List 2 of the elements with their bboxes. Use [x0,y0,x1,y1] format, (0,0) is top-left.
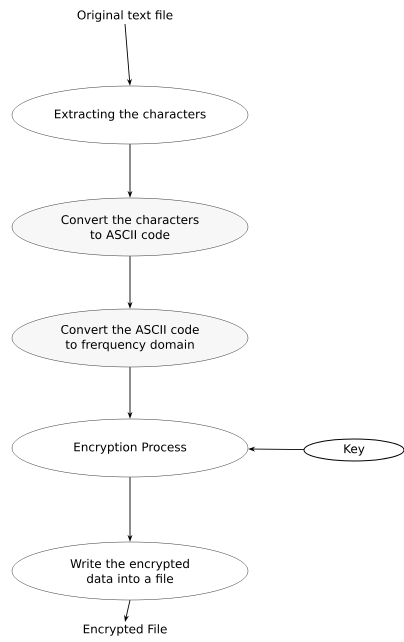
terminal-text: Encrypted File [84,624,167,636]
terminal-text: Original text file [78,10,172,22]
